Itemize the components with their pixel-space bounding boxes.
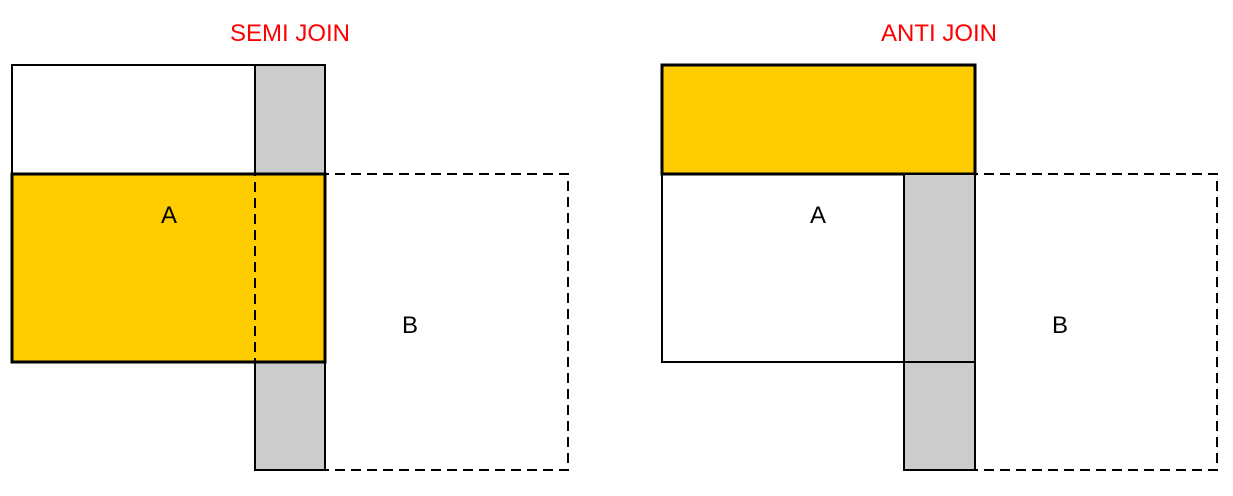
anti-join-title: ANTI JOIN bbox=[881, 20, 997, 47]
semi-join-result-highlight bbox=[10, 172, 327, 364]
label-a: A bbox=[810, 202, 826, 229]
anti-join-result-highlight bbox=[660, 63, 977, 176]
key-column-overlap bbox=[903, 173, 976, 471]
anti-join-diagram: ANTI JOIN A B bbox=[660, 20, 1218, 471]
label-b: B bbox=[402, 312, 418, 339]
semi-join-title: SEMI JOIN bbox=[230, 20, 350, 47]
label-a: A bbox=[161, 202, 177, 229]
label-b: B bbox=[1052, 312, 1068, 339]
semi-join-diagram: SEMI JOIN A B bbox=[10, 20, 569, 471]
